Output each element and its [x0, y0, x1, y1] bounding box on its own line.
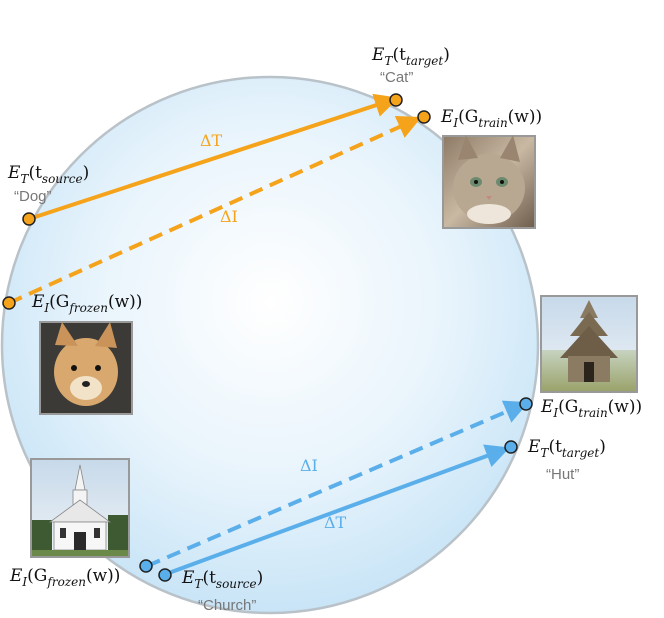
- source-word-bottom: “Church”: [198, 597, 256, 614]
- delta-i-label-bottom: ΔI: [300, 456, 318, 475]
- source-text-label-top: ET(tsource): [7, 163, 89, 186]
- target-word-top: “Cat”: [380, 69, 413, 86]
- target-text-point-bottom: [504, 440, 518, 454]
- target-text-label-bottom: ET(ttarget): [527, 437, 606, 460]
- target-text-label-top: ET(ttarget): [371, 45, 450, 68]
- cat-photo: [442, 135, 536, 229]
- delta-i-label-top: ΔI: [220, 207, 238, 226]
- delta-i-arrow-bottom: [146, 400, 529, 568]
- target-word-bottom: “Hut”: [546, 466, 579, 483]
- source-text-label-bottom: ET(tsource): [181, 568, 263, 591]
- embedding-sphere: [0, 75, 540, 615]
- delta-t-arrow-bottom: [165, 444, 510, 576]
- delta-i-arrow-top: [8, 115, 422, 305]
- target-text-point-top: [389, 93, 403, 107]
- train-image-label-top: EI(Gtrain(w)): [440, 107, 542, 130]
- frozen-image-label-top: EI(Gfrozen(w)): [31, 292, 142, 315]
- frozen-image-point-bottom: [139, 559, 153, 573]
- delta-t-arrow-top: [28, 93, 399, 221]
- source-text-point-top: [22, 212, 36, 226]
- frozen-image-label-bottom: EI(Gfrozen(w)): [9, 566, 120, 589]
- hut-photo: [540, 295, 638, 393]
- church-photo: [30, 458, 130, 558]
- delta-t-label-bottom: ΔT: [324, 513, 347, 532]
- delta-t-label-top: ΔT: [200, 131, 223, 150]
- train-image-point-bottom: [519, 397, 533, 411]
- train-image-label-bottom: EI(Gtrain(w)): [540, 397, 642, 420]
- train-image-point-top: [417, 110, 431, 124]
- source-word-top: “Dog”: [14, 188, 52, 205]
- frozen-image-point-top: [2, 296, 16, 310]
- dog-photo: [39, 321, 133, 415]
- source-text-point-bottom: [158, 568, 172, 582]
